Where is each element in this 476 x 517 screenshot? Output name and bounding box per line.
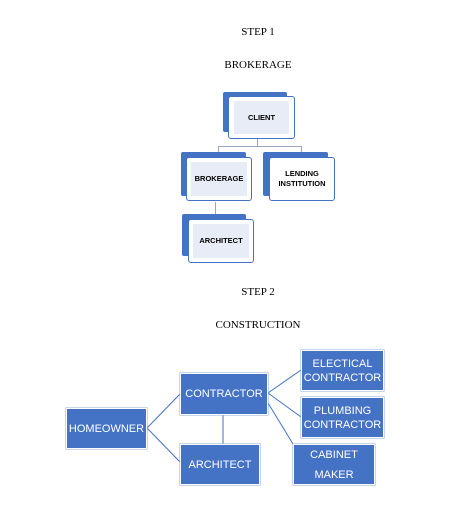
contractor-node: CONTRACTOR: [180, 373, 268, 415]
connector-client-horizontal: [218, 146, 302, 147]
architect1-node: ARCHITECT: [188, 219, 254, 263]
step2-heading: STEP 2: [241, 286, 275, 298]
cabinet-maker-node: CABINET MAKER: [293, 444, 375, 485]
plumbing-contractor-node: PLUMBING CONTRACTOR: [301, 397, 384, 438]
step1-heading: STEP 1: [241, 26, 275, 38]
client-label: CLIENT: [234, 101, 289, 134]
architect1-label: ARCHITECT: [193, 224, 249, 258]
step2-subheading: CONSTRUCTION: [215, 319, 301, 331]
architect2-node: ARCHITECT: [180, 444, 260, 485]
brokerage-node: BROKERAGE: [186, 157, 252, 201]
electrical-contractor-node: ELECTICAL CONTRACTOR: [301, 350, 384, 391]
homeowner-node: HOMEOWNER: [66, 408, 147, 449]
client-node: CLIENT: [228, 96, 295, 139]
brokerage-label: BROKERAGE: [191, 162, 247, 196]
connector-to-brokerage: [218, 146, 219, 156]
connector-brokerage-architect: [215, 202, 216, 220]
connector-to-lending: [301, 146, 302, 156]
connector-client-down: [257, 137, 258, 147]
lending-institution-node: LENDING INSTITUTION: [269, 157, 335, 201]
step1-subheading: BROKERAGE: [224, 59, 292, 71]
lending-institution-label: LENDING INSTITUTION: [278, 169, 326, 188]
